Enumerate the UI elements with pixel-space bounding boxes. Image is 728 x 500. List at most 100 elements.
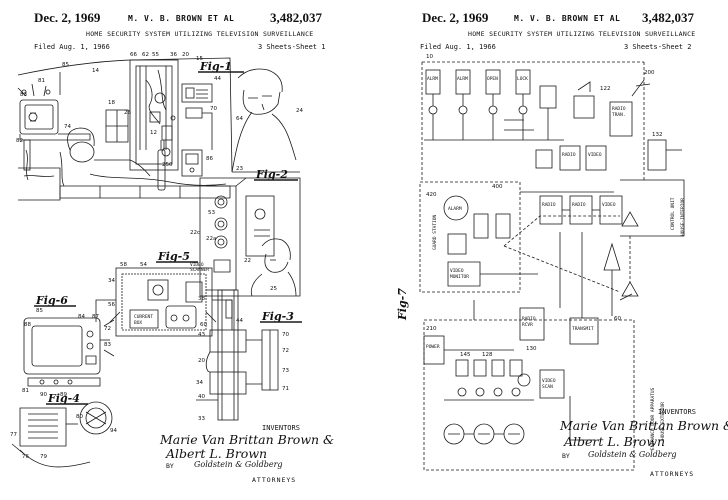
svg-text:56: 56 [108, 302, 115, 308]
fig-2-label: Fig-2 [255, 168, 288, 181]
top-switch-row: ALRM ALRM OPEN LOCK RADIO TRAN. RADIO VI… [422, 62, 650, 180]
svg-text:88: 88 [24, 322, 31, 328]
svg-text:82: 82 [16, 138, 23, 144]
svg-text:72: 72 [104, 326, 111, 332]
inventors-label: INVENTORS [262, 424, 300, 432]
svg-text:38: 38 [198, 296, 205, 302]
svg-text:66: 66 [130, 52, 137, 58]
svg-text:132: 132 [652, 132, 663, 138]
svg-text:15: 15 [196, 56, 203, 62]
guard-station: GUARD STATION ALARM VIDEO MONITOR [420, 182, 620, 292]
svg-text:87: 87 [92, 314, 99, 320]
patent-sheet-1: Dec. 2, 1969 M. V. B. BROWN ET AL 3,482,… [0, 0, 364, 500]
svg-text:74: 74 [64, 124, 71, 130]
svg-text:ALRM: ALRM [427, 76, 438, 82]
fig-4-label: Fig-4 [47, 392, 80, 405]
svg-text:94: 94 [110, 428, 117, 434]
svg-text:81: 81 [38, 78, 45, 84]
svg-text:43: 43 [198, 332, 205, 338]
inventor-name-1: Marie Van Brittan Brown & [560, 418, 728, 433]
svg-text:12: 12 [150, 130, 157, 136]
attorneys-label: ATTORNEYS [252, 476, 296, 484]
by-label: BY [166, 462, 174, 470]
svg-text:VIDEO: VIDEO [542, 378, 556, 384]
svg-text:55: 55 [152, 52, 159, 58]
inventor-name-2: Albert L. Brown [166, 446, 267, 461]
control-unit: CONTROL UNIT HOUSE-INTERIOR [620, 140, 686, 296]
label-house-interior: HOUSE-INTERIOR [680, 198, 686, 236]
svg-text:73: 73 [282, 368, 289, 374]
inventors-label: INVENTORS [658, 408, 696, 416]
fig-7-label: Fig-7 [396, 288, 409, 321]
svg-text:25: 25 [270, 286, 277, 292]
svg-text:24: 24 [296, 108, 303, 114]
svg-text:400: 400 [492, 184, 503, 190]
label-control-unit: CONTROL UNIT [670, 197, 676, 230]
svg-text:85: 85 [36, 308, 43, 314]
svg-text:RADIO: RADIO [572, 202, 586, 208]
attorneys-label: ATTORNEYS [650, 470, 694, 478]
svg-text:145: 145 [460, 352, 471, 358]
svg-text:72: 72 [282, 348, 289, 354]
svg-text:RADIO: RADIO [542, 202, 556, 208]
svg-text:79: 79 [40, 454, 47, 460]
figure-6-monitor: Fig-6 85 88 84 87 83 81 90 89 [22, 294, 114, 398]
svg-text:ALRM: ALRM [457, 76, 468, 82]
svg-text:85: 85 [62, 62, 69, 68]
svg-text:POWER: POWER [426, 344, 440, 350]
svg-text:ALARM: ALARM [448, 206, 462, 212]
svg-text:23: 23 [236, 166, 243, 172]
svg-text:OPEN: OPEN [487, 76, 498, 82]
svg-text:TRANSMIT: TRANSMIT [572, 326, 594, 332]
figure-5-scanner: Fig-5 CURRENT BOX VIDEO SCANNER 58 54 34… [96, 250, 243, 336]
by-label: BY [562, 452, 570, 460]
svg-text:70: 70 [210, 106, 217, 112]
fig-3-label: Fig-3 [261, 310, 294, 323]
svg-text:54: 54 [140, 262, 147, 268]
svg-text:60: 60 [200, 322, 207, 328]
svg-text:250: 250 [162, 162, 173, 168]
svg-text:210: 210 [426, 326, 437, 332]
svg-text:SCAN: SCAN [542, 384, 553, 390]
svg-text:200: 200 [644, 70, 655, 76]
svg-text:26: 26 [124, 110, 131, 116]
svg-text:53: 53 [208, 210, 215, 216]
attorney-signature: Goldstein & Goldberg [194, 460, 283, 469]
patent-sheet-2: Dec. 2, 1969 M. V. B. BROWN ET AL 3,482,… [364, 0, 728, 500]
svg-text:36: 36 [170, 52, 177, 58]
figure-4-intercom: Fig-4 76 77 79 80 94 [10, 392, 117, 460]
svg-text:420: 420 [426, 192, 437, 198]
svg-text:58: 58 [120, 262, 127, 268]
label-guard-station: GUARD STATION [432, 214, 438, 250]
svg-text:60: 60 [614, 316, 621, 322]
fig-5-label: Fig-5 [157, 250, 190, 263]
svg-text:20: 20 [198, 358, 205, 364]
svg-text:LOCK: LOCK [517, 76, 528, 82]
inventor-name-1: Marie Van Brittan Brown & [160, 432, 334, 447]
svg-text:RCVR: RCVR [522, 322, 533, 328]
svg-text:81: 81 [22, 388, 29, 394]
svg-text:VIDEO: VIDEO [588, 152, 602, 158]
svg-text:22a: 22a [206, 236, 216, 242]
attorney-signature: Goldstein & Goldberg [588, 450, 677, 459]
svg-text:44: 44 [214, 76, 221, 82]
svg-text:44: 44 [236, 318, 243, 324]
svg-text:90: 90 [40, 392, 47, 398]
svg-text:84: 84 [78, 314, 85, 320]
svg-text:22: 22 [244, 258, 251, 264]
svg-text:VIDEO: VIDEO [602, 202, 616, 208]
svg-text:RADIO: RADIO [562, 152, 576, 158]
svg-text:86: 86 [206, 156, 213, 162]
svg-text:34: 34 [196, 380, 203, 386]
svg-text:14: 14 [92, 68, 99, 74]
svg-text:128: 128 [482, 352, 493, 358]
svg-text:BOX: BOX [134, 320, 142, 326]
fig-6-label: Fig-6 [35, 294, 68, 307]
svg-text:SCANNER: SCANNER [190, 267, 209, 273]
svg-text:64: 64 [236, 116, 243, 122]
svg-text:33: 33 [198, 416, 205, 422]
svg-text:80: 80 [76, 414, 83, 420]
inventor-name-2: Albert L. Brown [564, 434, 665, 449]
svg-text:TRAN.: TRAN. [612, 112, 626, 118]
svg-text:40: 40 [198, 394, 205, 400]
